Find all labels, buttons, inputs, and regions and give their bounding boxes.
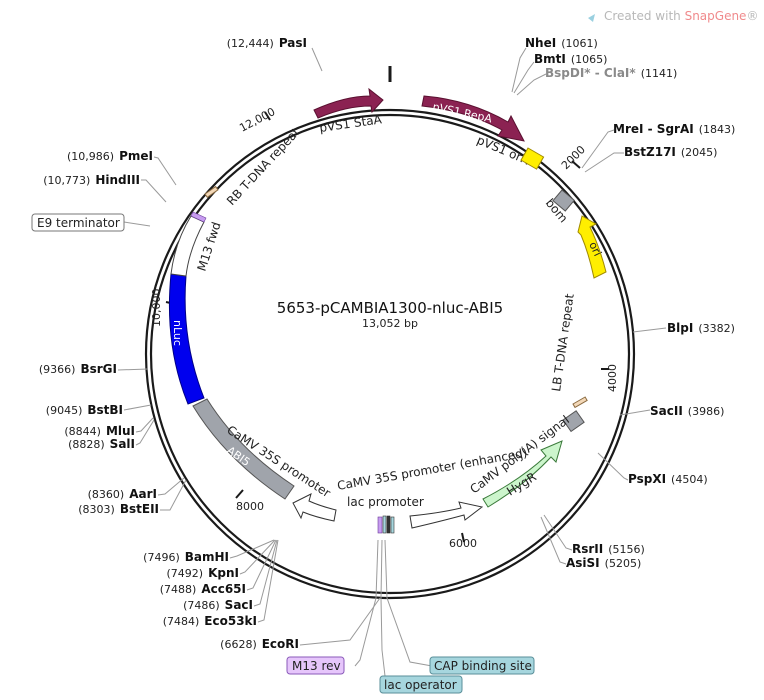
lac-operator-label: lac operator [384, 678, 457, 692]
site-blpi: BlpI(3382) [667, 321, 735, 335]
hygr-arrow [482, 440, 563, 508]
pvs1-staa-arrow [313, 87, 384, 119]
cap-binding-callout: CAP binding site [429, 656, 535, 675]
plasmid-size: 13,052 bp [362, 317, 418, 330]
restriction-sites: (12,444)PasI NheI(1061) BmtI(1065) BspDI… [39, 36, 735, 651]
p35s-enh-arrow [409, 501, 484, 529]
e9-terminator-label: E9 terminator [37, 216, 120, 230]
lb-repeat-marker [572, 396, 588, 409]
watermark-suffix: ® [746, 9, 758, 23]
site-pmei: (10,986)PmeI [67, 149, 153, 163]
m13-rev-callout: M13 rev [286, 656, 345, 675]
tick-12000: 12,000 [237, 105, 277, 135]
site-asisi: AsiSI(5205) [566, 556, 641, 570]
svg-text:Created with SnapGene®: Created with SnapGene® [604, 9, 758, 23]
site-bstbi: (9045)BstBI [46, 403, 123, 417]
linker-block [170, 215, 205, 277]
lac-operator-marker [382, 515, 387, 534]
snapgene-logo-icon [588, 14, 595, 22]
lb-repeat-label: LB T-DNA repeat [549, 292, 577, 392]
tick-6000: 6000 [449, 537, 477, 550]
cap-site-marker [390, 516, 395, 534]
site-bamhi: (7496)BamHI [143, 550, 229, 564]
site-acc65i: (7488)Acc65I [160, 582, 246, 596]
watermark-brand: SnapGene [685, 9, 747, 23]
tick-2000: 2000 [559, 143, 588, 172]
lac-promoter-label: lac promoter [347, 495, 424, 509]
site-bsteii: (8303)BstEII [78, 502, 159, 516]
m13-rev-label: M13 rev [292, 659, 341, 673]
site-bmti: BmtI(1065) [534, 52, 607, 66]
site-hindiii: (10,773)HindIII [43, 173, 140, 187]
hygr-label: HygR [504, 470, 539, 499]
watermark-prefix: Created with [604, 9, 685, 23]
ori-arrow [577, 215, 607, 279]
rb-repeat-marker [204, 185, 219, 198]
site-ecori: (6628)EcoRI [220, 637, 299, 651]
tick-4000: 4000 [606, 364, 619, 392]
site-mrei-sgrai: MreI - SgrAI(1843) [613, 122, 735, 136]
ori-label: ori [586, 240, 604, 258]
plasmid-name: 5653-pCAMBIA1300-nluc-ABI5 [277, 299, 503, 317]
site-pspxi: PspXI(4504) [628, 472, 708, 486]
bom-box [552, 189, 575, 212]
lb-box [562, 410, 585, 433]
pvs1-repa-arrow [421, 95, 525, 142]
site-sacii: SacII(3986) [650, 404, 724, 418]
nluc-label: nLuc [171, 320, 184, 346]
p35s-open-arrow [292, 493, 337, 522]
e9-terminator-callout: E9 terminator [31, 213, 125, 232]
site-rsrii: RsrII(5156) [572, 542, 645, 556]
site-kpni: (7492)KpnI [167, 566, 239, 580]
abi5-block [192, 398, 295, 500]
site-saci: (7486)SacI [183, 598, 253, 612]
site-leader-lines [117, 47, 667, 677]
rb-repeat-label: RB T-DNA repeat [224, 125, 303, 208]
backbone-inner-circle [149, 113, 631, 595]
site-eco53ki: (7484)Eco53kI [163, 614, 257, 628]
site-bspdi-clai: BspDI* - ClaI*(1141) [545, 66, 677, 80]
snapgene-watermark: Created with SnapGene® [588, 9, 758, 23]
site-sali: (8828)SalI [68, 437, 135, 451]
site-bstz17i: BstZ17I(2045) [624, 145, 717, 159]
site-pasi: (12,444)PasI [227, 36, 307, 50]
tick-8000: 8000 [236, 500, 264, 513]
backbone-outer-circle [144, 108, 636, 600]
pvs1-oriv-box [520, 147, 545, 170]
site-nhei: NheI(1061) [525, 36, 598, 50]
site-aari: (8360)AarI [88, 487, 157, 501]
m13-rev-marker [377, 516, 383, 534]
site-mlui: (8844)MluI [64, 424, 135, 438]
site-bsrgi: (9366)BsrGI [39, 362, 117, 376]
lac-operator-callout: lac operator [379, 675, 463, 694]
cap-binding-label: CAP binding site [434, 659, 532, 673]
tick-10000: 10,000 [150, 289, 163, 328]
lac-promoter-marker [386, 515, 391, 534]
nluc-block [168, 273, 205, 405]
m13-fwd-marker [190, 211, 207, 223]
pvs1-staa-label: pVS1 StaA [318, 112, 383, 135]
